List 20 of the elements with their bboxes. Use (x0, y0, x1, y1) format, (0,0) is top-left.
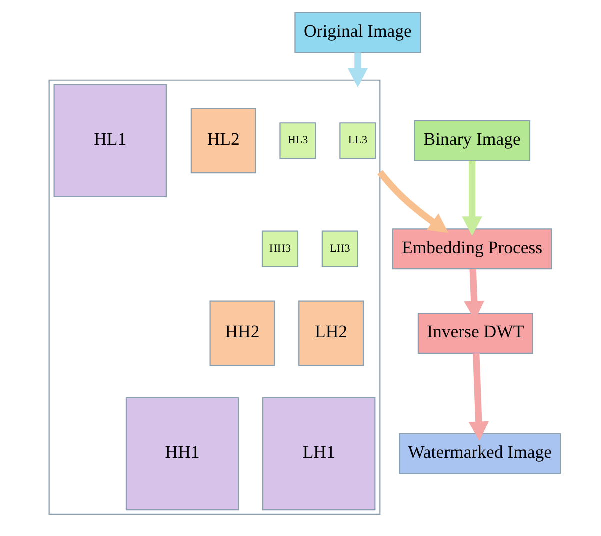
node-box: HL2 (190, 108, 256, 174)
node-box: LH1 (262, 397, 376, 511)
node-box: Original Image (294, 12, 422, 54)
node-box: Watermarked Image (399, 433, 562, 474)
node-box: LH3 (322, 230, 358, 268)
node-box: HH3 (262, 230, 299, 268)
arrow (348, 52, 368, 88)
node-box: Inverse DWT (418, 312, 534, 354)
node-box: Binary Image (414, 120, 531, 162)
arrow (468, 353, 490, 442)
node-box: HH2 (210, 300, 276, 366)
node-box: LL3 (340, 122, 376, 160)
cluster (48, 80, 381, 516)
arrow (462, 160, 482, 236)
node-box: HH1 (126, 397, 240, 511)
node-box: HL1 (54, 84, 167, 198)
node-box: LH2 (298, 300, 364, 366)
arrow (378, 170, 449, 234)
node-box: HL3 (280, 122, 316, 160)
node-box: Embedding Process (392, 228, 552, 270)
